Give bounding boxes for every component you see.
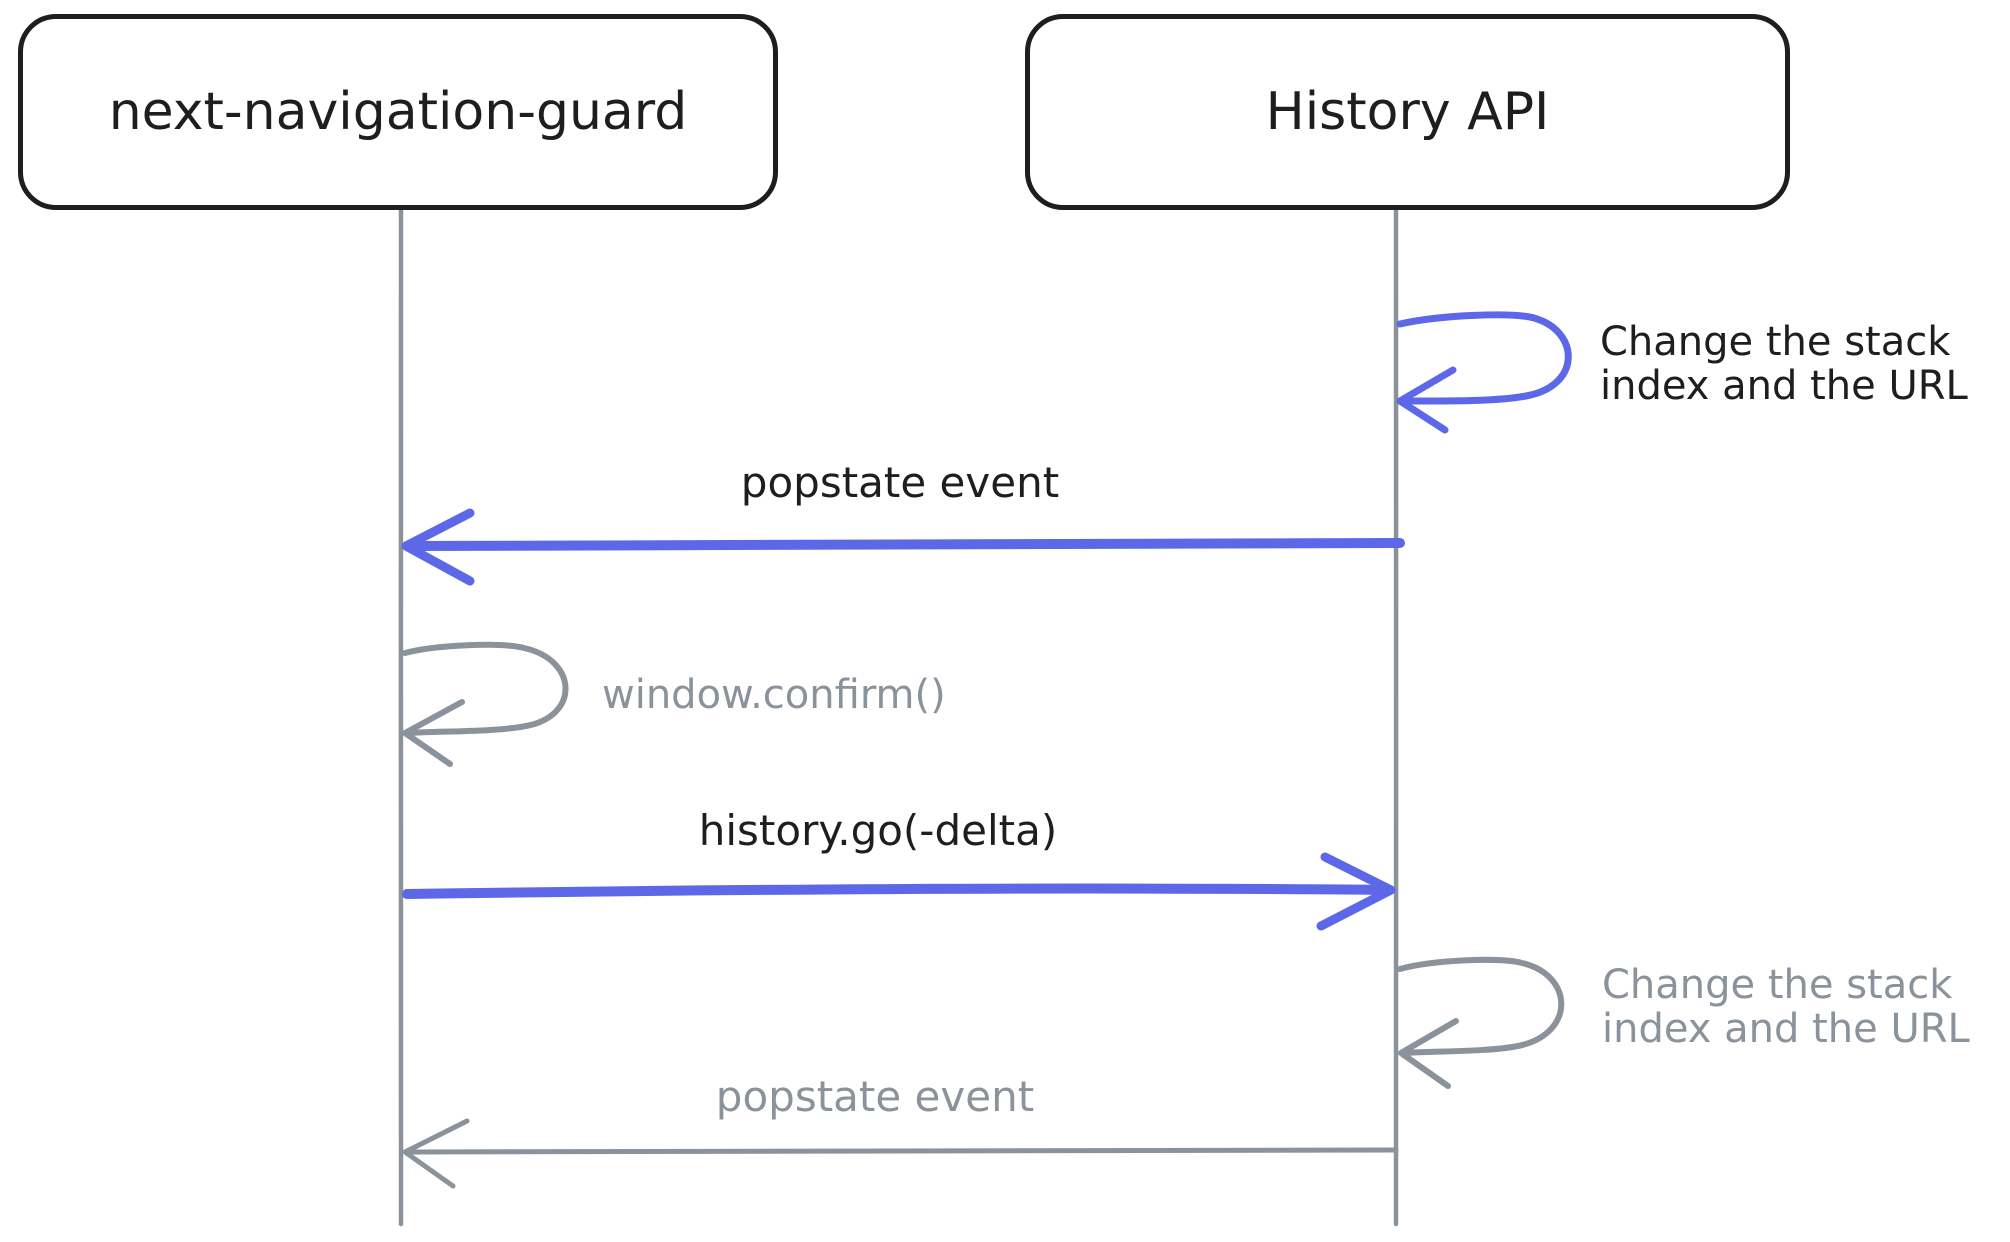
message-label-popstate-2: popstate event [715,1072,1035,1121]
actor-label-next-navigation-guard: next-navigation-guard [108,82,688,142]
actor-box-next-navigation-guard: next-navigation-guard [18,14,778,210]
annotation-line: Change the stack [1600,319,1951,365]
self-loop-change-stack-2 [1397,956,1565,1089]
self-loop-window-confirm [402,641,569,767]
annotation-line: index and the URL [1602,1006,1970,1052]
arrowhead-icon [1398,1018,1459,1089]
message-label-window-confirm: window.confirm() [602,672,946,718]
annotation-line: index and the URL [1600,363,1968,409]
arrow-popstate-2 [402,1118,1399,1189]
annotation-line: Change the stack [1602,962,1953,1008]
annotation-change-stack-1: Change the stack index and the URL [1600,320,1968,408]
arrowhead-icon [402,699,465,767]
message-label-popstate-1: popstate event [740,458,1060,507]
arrowhead-icon [401,508,475,586]
annotation-change-stack-2: Change the stack index and the URL [1602,963,1970,1051]
arrow-popstate-1 [401,508,1405,586]
actor-box-history-api: History API [1025,14,1790,210]
lifeline-guard [398,205,404,1227]
arrowhead-icon [1396,366,1457,434]
self-loop-change-stack-1 [1396,311,1572,434]
actor-label-history-api: History API [1265,82,1550,142]
message-label-history-go: history.go(-delta) [698,806,1058,855]
arrowhead-icon [402,1118,470,1189]
lifeline-history [1393,204,1399,1227]
arrow-history-go [402,852,1396,931]
arrowhead-icon [1316,852,1396,931]
